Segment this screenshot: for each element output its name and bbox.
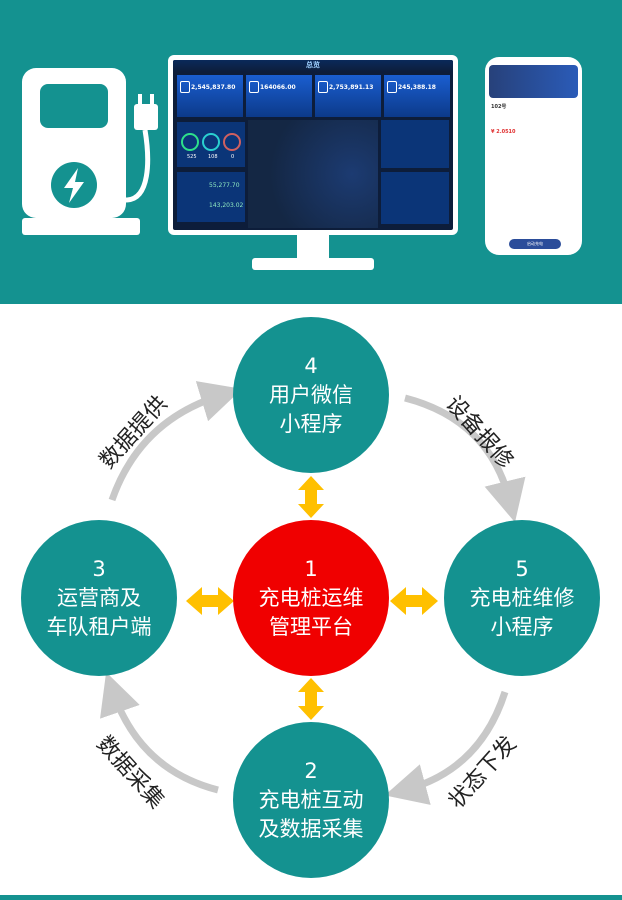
lightning-icon — [64, 168, 84, 203]
stat-card: 2,753,891.13 — [315, 75, 381, 117]
dashboard-screen: 总览 2,545,837.80 164066.00 2,753,891.13 2… — [173, 60, 453, 230]
ev-charger-icon — [22, 68, 158, 235]
ranking-panel — [381, 172, 449, 224]
bottom-band — [0, 895, 622, 900]
double-arrow-1-5 — [390, 587, 438, 615]
stat-card: 2,545,837.80 — [177, 75, 243, 117]
ranking-panel — [381, 120, 449, 168]
double-arrow-1-2 — [298, 678, 324, 720]
double-arrow-4-1 — [298, 476, 324, 518]
dashboard-logo: 总览 — [173, 60, 453, 72]
phone-header — [489, 65, 578, 98]
map — [248, 120, 378, 228]
energy-panel: 55,277.70 143,203.02 — [177, 172, 245, 222]
monitor-stand — [297, 235, 329, 260]
gauge-panel: 525 108 0 — [177, 122, 245, 167]
monitor-base — [252, 258, 374, 270]
plug-icon — [134, 94, 158, 130]
double-arrow-3-1 — [186, 587, 234, 615]
arrow-data-provide — [108, 381, 243, 502]
arrow-data-collect — [100, 672, 219, 794]
stat-card: 245,388.18 — [384, 75, 450, 117]
arrow-repair-report — [404, 394, 526, 523]
monitor: 总览 2,545,837.80 164066.00 2,753,891.13 2… — [168, 55, 458, 235]
phone: 102号 ¥ 2.0510 启动充电 — [485, 57, 582, 255]
arrow-status-dispatch — [384, 690, 509, 805]
start-charging-button[interactable]: 启动充电 — [509, 239, 561, 249]
stat-card: 164066.00 — [246, 75, 312, 117]
